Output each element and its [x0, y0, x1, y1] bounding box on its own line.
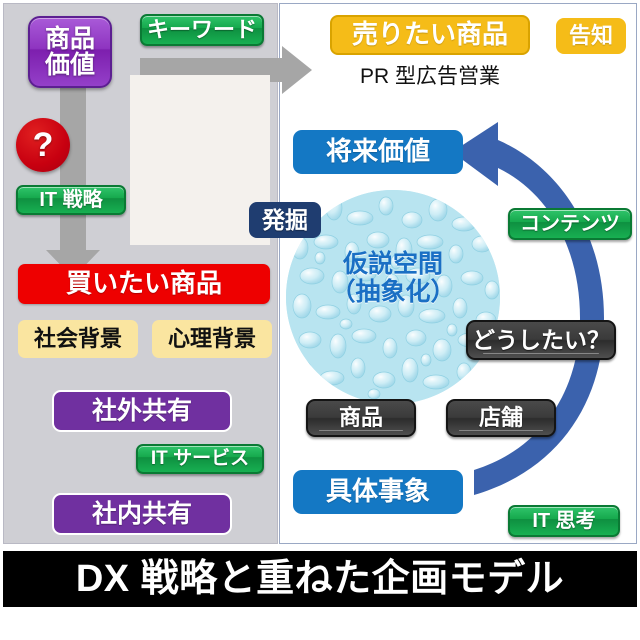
- store-box[interactable]: 店舗: [446, 399, 556, 437]
- discovery-box[interactable]: 発掘: [249, 202, 321, 238]
- water-droplet-texture: [286, 190, 500, 404]
- concrete-event-box[interactable]: 具体事象: [293, 470, 463, 514]
- want-to-sell-box[interactable]: 売りたい商品: [330, 15, 530, 55]
- product-value-box[interactable]: 商品 価値: [28, 16, 112, 88]
- keyword-button[interactable]: キーワード: [140, 14, 264, 46]
- what-do-you-want-box[interactable]: どうしたい？: [466, 320, 616, 360]
- future-value-box[interactable]: 将来価値: [293, 130, 463, 174]
- woman-portrait-photo: [130, 75, 270, 245]
- it-strategy-button[interactable]: IT 戦略: [16, 185, 126, 215]
- social-background-box[interactable]: 社会背景: [18, 320, 138, 358]
- internal-share-box[interactable]: 社内共有: [52, 493, 232, 535]
- contents-button[interactable]: コンテンツ: [508, 208, 632, 240]
- it-thinking-button[interactable]: IT 思考: [508, 505, 620, 537]
- title-banner-text: DX 戦略と重ねた企画モデル: [75, 558, 565, 600]
- psych-background-box[interactable]: 心理背景: [152, 320, 272, 358]
- hypothesis-space-circle: 仮説空間 （抽象化）: [286, 190, 500, 404]
- hypothesis-space-label: 仮説空間 （抽象化）: [330, 249, 456, 306]
- external-share-box[interactable]: 社外共有: [52, 390, 232, 432]
- question-mark-badge: ?: [16, 118, 70, 172]
- it-service-button[interactable]: IT サービス: [136, 444, 264, 474]
- want-to-buy-box[interactable]: 買いたい商品: [18, 264, 270, 304]
- pr-caption: PR 型広告営業: [359, 65, 500, 88]
- title-banner: DX 戦略と重ねた企画モデル: [3, 551, 637, 607]
- product-box[interactable]: 商品: [306, 399, 416, 437]
- notice-box[interactable]: 告知: [556, 18, 626, 54]
